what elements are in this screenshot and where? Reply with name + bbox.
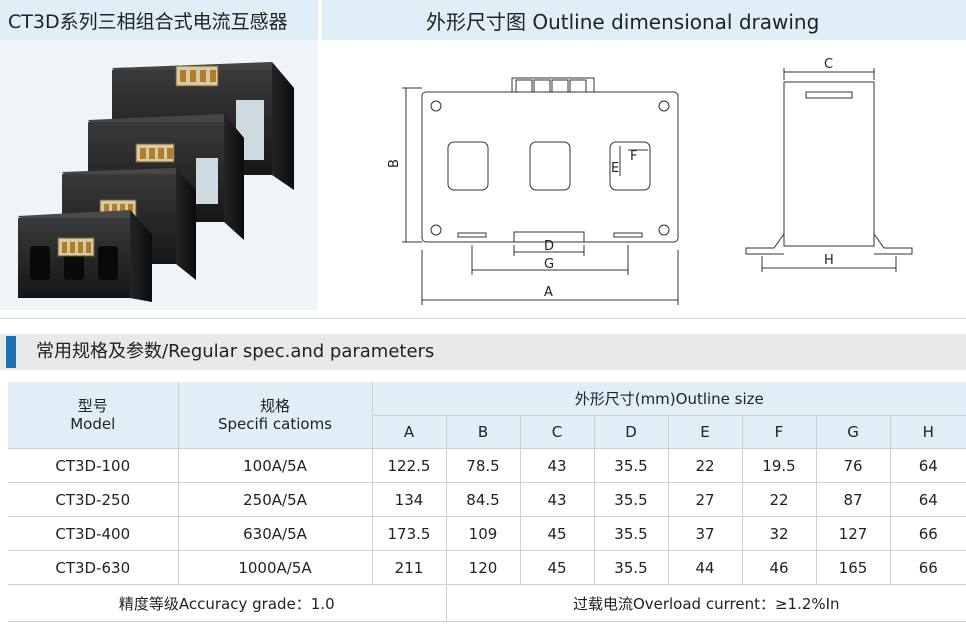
table-footer: 精度等级Accuracy grade：1.0 过载电流Overload curr… [8, 584, 966, 622]
cell-spec: 1000A/5A [178, 550, 373, 585]
cell-dim: 46 [742, 550, 817, 585]
cell-dim: 19.5 [742, 448, 817, 483]
cell-dim: 84.5 [446, 482, 521, 517]
header-dim: H [890, 415, 966, 449]
cell-dim: 22 [668, 448, 743, 483]
cell-spec: 630A/5A [178, 516, 373, 551]
header-dim: G [816, 415, 891, 449]
cell-dim: 44 [668, 550, 743, 585]
section-marker [6, 336, 16, 368]
cell-dim: 127 [816, 516, 891, 551]
label-C: C [824, 57, 833, 72]
cell-model: CT3D-100 [8, 448, 179, 483]
drawing-title: 外形尺寸图 Outline dimensional drawing [322, 0, 966, 40]
header-dim: D [594, 415, 669, 449]
table-row: CT3D-100 100A/5A 122.5 78.5 43 35.5 22 1… [8, 448, 966, 483]
cell-dim: 109 [446, 516, 521, 551]
header-spec: 规格 Specifi catioms [178, 382, 373, 449]
cell-dim: 211 [372, 550, 447, 585]
outline-drawing: B D G A F E C H [322, 40, 966, 315]
table-row: CT3D-250 250A/5A 134 84.5 43 35.5 27 22 … [8, 482, 966, 517]
label-H: H [824, 253, 834, 268]
cell-dim: 78.5 [446, 448, 521, 483]
product-title: CT3D系列三相组合式电流互感器 [0, 0, 318, 40]
overload-current: 过载电流Overload current：≥1.2%In [446, 584, 966, 622]
spec-table: 型号 Model 规格 Specifi catioms 外形尺寸(mm)Outl… [8, 382, 966, 622]
cell-dim: 45 [520, 550, 595, 585]
header-dim: F [742, 415, 817, 449]
cell-dim: 87 [816, 482, 891, 517]
cell-dim: 173.5 [372, 516, 447, 551]
label-E: E [611, 161, 619, 176]
header-model-cn: 型号 [77, 397, 108, 415]
cell-dim: 35.5 [594, 482, 669, 517]
header-outline: 外形尺寸(mm)Outline size [372, 382, 966, 416]
section-band [0, 334, 966, 370]
header-spec-cn: 规格 [259, 397, 290, 415]
cell-dim: 66 [890, 516, 966, 551]
label-B: B [387, 159, 402, 168]
cell-dim: 35.5 [594, 448, 669, 483]
cell-dim: 35.5 [594, 516, 669, 551]
cell-dim: 64 [890, 448, 966, 483]
cell-dim: 45 [520, 516, 595, 551]
table-row: CT3D-400 630A/5A 173.5 109 45 35.5 37 32… [8, 516, 966, 551]
header-spec-en: Specifi catioms [218, 415, 332, 433]
header-model-en: Model [70, 415, 116, 433]
label-D: D [544, 239, 554, 254]
cell-dim: 35.5 [594, 550, 669, 585]
cell-dim: 165 [816, 550, 891, 585]
cell-dim: 122.5 [372, 448, 447, 483]
cell-model: CT3D-250 [8, 482, 179, 517]
table-row: CT3D-630 1000A/5A 211 120 45 35.5 44 46 … [8, 550, 966, 585]
header-dim: B [446, 415, 521, 449]
header-dim: A [372, 415, 447, 449]
front-view [402, 77, 679, 305]
cell-dim: 64 [890, 482, 966, 517]
cell-dim: 120 [446, 550, 521, 585]
cell-dim: 134 [372, 482, 447, 517]
product-photo [0, 40, 318, 310]
cell-spec: 100A/5A [178, 448, 373, 483]
transformer-unit-1 [18, 210, 152, 302]
cell-dim: 43 [520, 482, 595, 517]
cell-model: CT3D-630 [8, 550, 179, 585]
label-G: G [544, 257, 554, 272]
cell-spec: 250A/5A [178, 482, 373, 517]
header-model: 型号 Model [8, 382, 179, 449]
side-view [745, 68, 913, 272]
accuracy-grade: 精度等级Accuracy grade：1.0 [8, 584, 447, 622]
cell-dim: 66 [890, 550, 966, 585]
label-F: F [630, 149, 637, 164]
cell-dim: 43 [520, 448, 595, 483]
header-dim: E [668, 415, 743, 449]
header-dim: C [520, 415, 595, 449]
cell-dim: 27 [668, 482, 743, 517]
section-divider [0, 318, 966, 319]
section-title: 常用规格及参数/Regular spec.and parameters [36, 341, 435, 362]
cell-dim: 37 [668, 516, 743, 551]
label-A: A [544, 285, 553, 300]
cell-dim: 32 [742, 516, 817, 551]
cell-dim: 76 [816, 448, 891, 483]
cell-model: CT3D-400 [8, 516, 179, 551]
cell-dim: 22 [742, 482, 817, 517]
